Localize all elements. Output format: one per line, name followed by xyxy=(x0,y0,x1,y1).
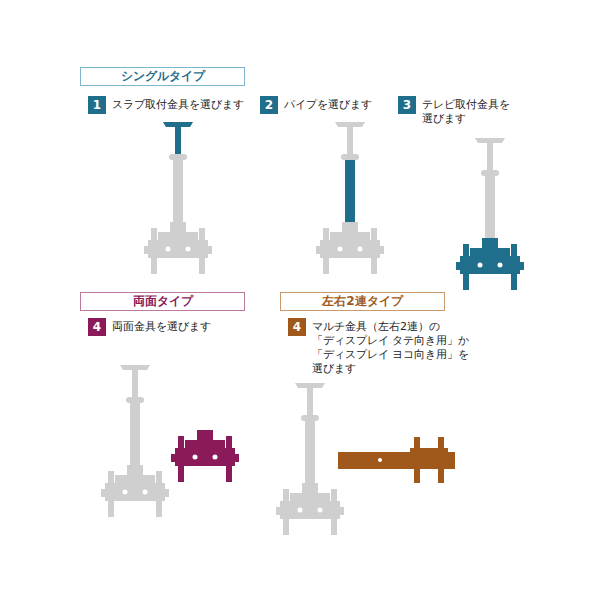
step-number-box: 3 xyxy=(398,96,416,114)
step-number-box: 1 xyxy=(88,96,106,114)
step-instruction: テレビ取付金具を 選びます xyxy=(422,98,518,126)
mount-figure xyxy=(144,122,212,274)
step-number-box: 4 xyxy=(88,318,106,336)
double-sided-bracket xyxy=(171,430,239,482)
section-title: 両面タイプ xyxy=(133,294,193,308)
section-header-box: 両面タイプ xyxy=(80,292,245,311)
step-number-box: 2 xyxy=(260,96,278,114)
step-instruction: マルチ金具（左右2連）の 「ディスプレイ タテ向き用」か 「ディスプレイ ヨコ向… xyxy=(312,320,494,376)
step-number: 4 xyxy=(93,320,101,334)
section-title: シングルタイプ xyxy=(121,69,205,83)
step-number: 4 xyxy=(293,320,301,334)
section-header-box: シングルタイプ xyxy=(80,67,245,86)
step-instruction: スラブ取付金具を選びます xyxy=(112,98,252,112)
step-number: 1 xyxy=(93,98,101,112)
section-title: 左右2連タイプ xyxy=(322,294,402,308)
step-number-box: 4 xyxy=(288,318,306,336)
multi-bracket xyxy=(338,437,455,483)
mount-figure xyxy=(276,383,344,535)
step-instruction: 両面金具を選びます xyxy=(112,320,262,334)
step-number: 2 xyxy=(265,98,273,112)
step-number: 3 xyxy=(403,98,411,112)
mount-figure xyxy=(101,365,169,517)
step-instruction: パイプを選びます xyxy=(284,98,384,112)
section-header-box: 左右2連タイプ xyxy=(280,292,445,311)
mount-figure xyxy=(316,122,384,274)
mount-figure xyxy=(456,138,524,290)
